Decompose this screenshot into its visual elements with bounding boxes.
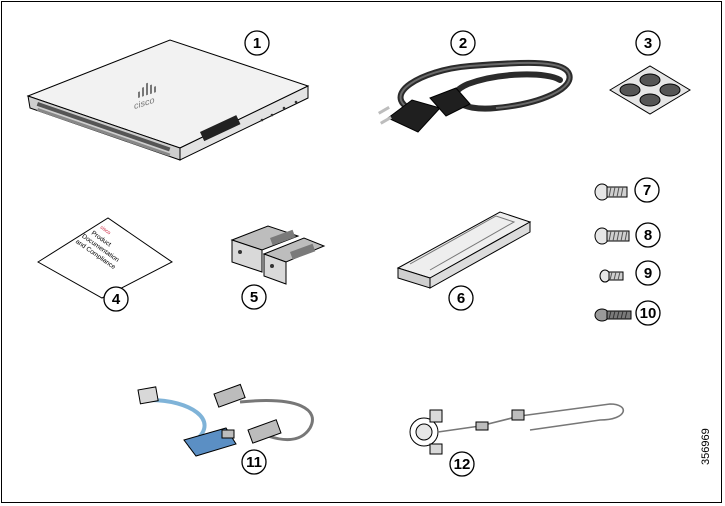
callout-6-label: 6: [457, 290, 465, 307]
callout-12-label: 12: [454, 456, 471, 473]
callout-12: 12: [449, 451, 475, 477]
callout-10-label: 10: [640, 305, 657, 322]
callout-10: 10: [635, 300, 661, 326]
console-cable: [137, 386, 237, 457]
callout-3-label: 3: [644, 35, 652, 52]
screw-7: [594, 183, 628, 201]
switch-port-row: [36, 102, 171, 157]
callout-1: 1: [244, 30, 270, 56]
manual-brand: cisco: [99, 225, 112, 237]
screw-9: [599, 269, 624, 283]
callout-7: 7: [634, 177, 660, 203]
callout-11-label: 11: [246, 454, 262, 471]
mounting-bracket: [396, 211, 532, 289]
power-cord: [378, 59, 573, 133]
callout-9: 9: [635, 260, 661, 286]
callout-3: 3: [635, 30, 661, 56]
rubber-feet: [609, 65, 691, 115]
callout-6: 6: [448, 285, 474, 311]
screw-8: [594, 227, 630, 245]
security-cable-lock: [409, 403, 625, 455]
switch-status-leds: [260, 100, 298, 122]
callout-8-label: 8: [644, 227, 652, 244]
callout-9-label: 9: [644, 265, 652, 282]
callout-8: 8: [635, 222, 661, 248]
callout-1-label: 1: [253, 35, 261, 52]
callout-5: 5: [241, 284, 267, 310]
screw-10: [594, 308, 632, 322]
callout-4-label: 4: [112, 291, 121, 308]
switch-sfp-ports: [200, 115, 241, 142]
rack-mount-brackets: [230, 225, 326, 285]
documentation-booklet: cisco Product Documentation and Complian…: [37, 217, 173, 299]
callout-2: 2: [450, 30, 476, 56]
callout-2-label: 2: [459, 35, 467, 52]
callout-5-label: 5: [250, 289, 258, 306]
callout-7-label: 7: [643, 182, 651, 199]
switch-chassis: cisco: [26, 39, 310, 161]
callout-4: 4: [103, 286, 129, 312]
figure-id: 356969: [700, 428, 712, 465]
callout-11: 11: [241, 449, 267, 475]
usb-cable: [213, 383, 314, 444]
